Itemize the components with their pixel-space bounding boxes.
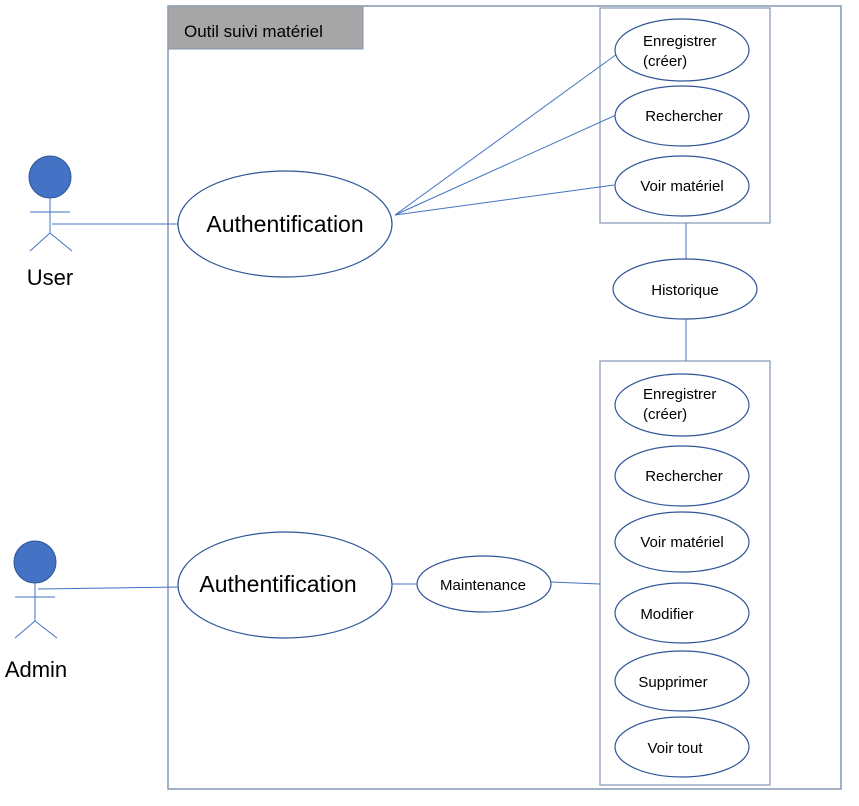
- usecase-user-voir-materiel: Voir matériel: [614, 155, 750, 217]
- historique-label: Historique: [651, 282, 719, 299]
- usecase-admin-supprimer: Supprimer: [614, 650, 750, 712]
- usecase-admin-enregistrer: Enregistrer (créer): [614, 373, 750, 437]
- maintenance-label: Maintenance: [440, 577, 526, 594]
- usecase-admin-rechercher: Rechercher: [614, 445, 750, 507]
- user-functions-group: [599, 7, 771, 224]
- admin-modifier-label: Modifier: [640, 606, 693, 623]
- usecase-historique: Historique: [612, 258, 758, 320]
- admin-voir-materiel-label: Voir matériel: [640, 534, 723, 551]
- user-enregistrer-label-line2: (créer): [643, 53, 687, 70]
- usecase-admin-modifier: Modifier: [614, 582, 750, 644]
- usecase-user-enregistrer: Enregistrer (créer): [614, 18, 750, 82]
- user-rechercher-label: Rechercher: [645, 108, 723, 125]
- system-title: Outil suivi matériel: [184, 22, 323, 41]
- usecase-admin-voir-tout: Voir tout: [614, 716, 750, 778]
- auth-to-enregistrer-line: [394, 53, 618, 216]
- actor-user-label: User: [27, 265, 73, 290]
- admin-to-auth-line: [37, 586, 181, 590]
- admin-authentification-label: Authentification: [199, 571, 356, 597]
- system-boundary: [167, 5, 842, 790]
- usecase-admin-authentification: Authentification: [177, 531, 393, 639]
- actor-user: User: [27, 155, 73, 290]
- usecase-user-authentification: Authentification: [177, 170, 393, 278]
- admin-enregistrer-label-line1: Enregistrer: [643, 386, 716, 403]
- maintenance-to-admin-group-line: [550, 581, 601, 585]
- actor-admin: Admin: [5, 540, 67, 682]
- admin-enregistrer-label-line2: (créer): [643, 406, 687, 423]
- admin-functions-group: [599, 360, 771, 786]
- usecase-maintenance: Maintenance: [416, 555, 552, 613]
- connections: [37, 53, 687, 590]
- admin-supprimer-label: Supprimer: [638, 674, 707, 691]
- user-authentification-label: Authentification: [206, 211, 363, 237]
- user-enregistrer-label-line1: Enregistrer: [643, 33, 716, 50]
- actor-admin-label: Admin: [5, 657, 67, 682]
- usecase-admin-voir-materiel: Voir matériel: [614, 511, 750, 573]
- auth-to-rechercher-line: [394, 114, 617, 216]
- admin-voir-tout-label: Voir tout: [647, 740, 703, 757]
- system-title-tab: [167, 5, 364, 50]
- admin-actor-head: [13, 540, 57, 584]
- user-actor-head: [28, 155, 72, 199]
- auth-to-voir-line: [394, 184, 615, 216]
- admin-rechercher-label: Rechercher: [645, 468, 723, 485]
- user-voir-materiel-label: Voir matériel: [640, 178, 723, 195]
- usecase-user-rechercher: Rechercher: [614, 85, 750, 147]
